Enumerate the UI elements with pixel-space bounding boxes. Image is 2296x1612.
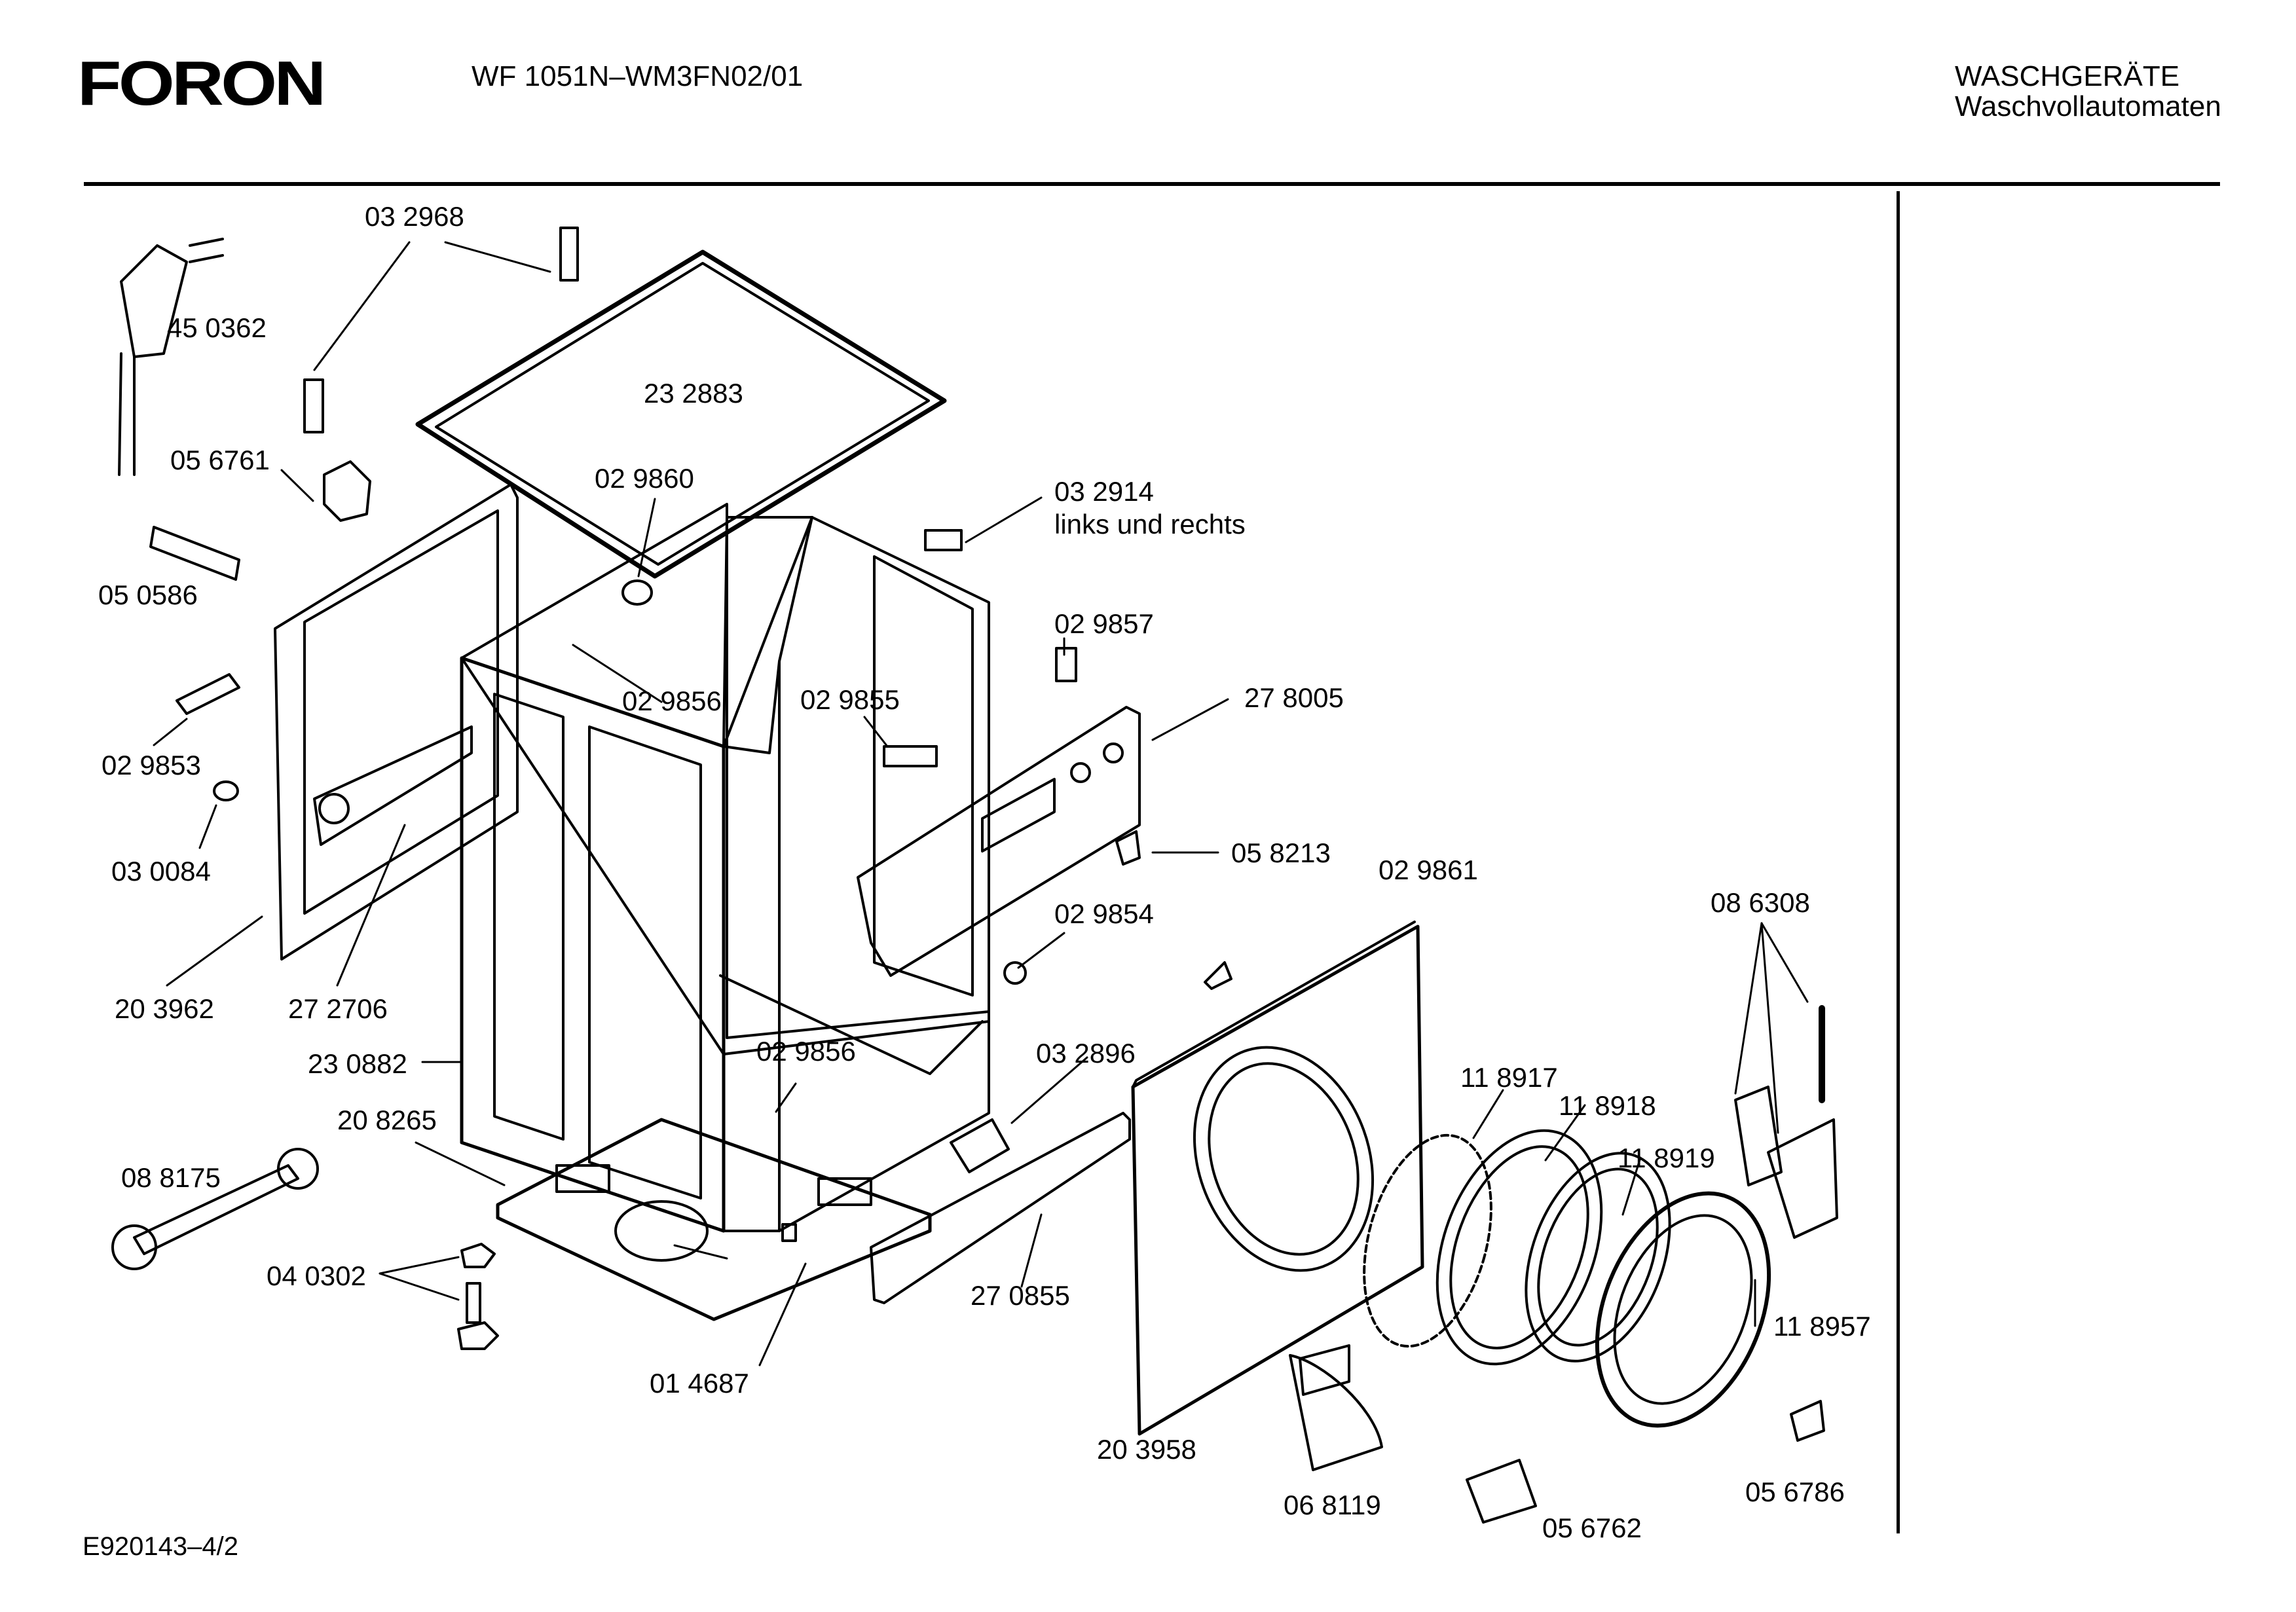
part-label-029857: 02 9857 (1054, 608, 1154, 639)
leader-lines (153, 241, 1809, 1366)
part-label-118919: 11 8919 (1618, 1143, 1715, 1173)
cabinet-frame-drawing (460, 503, 990, 1233)
part-label-032914-note: links und rechts (1054, 509, 1246, 540)
part-label-029861: 02 9861 (1379, 854, 1478, 885)
part-label-029854: 02 9854 (1054, 898, 1154, 929)
part-label-056762: 05 6762 (1542, 1512, 1642, 1543)
trim-strip-drawing (870, 1112, 1131, 1304)
part-label-014687: 01 4687 (650, 1368, 749, 1399)
top-cover-drawing (415, 249, 947, 579)
part-label-050586: 05 0586 (98, 579, 198, 610)
part-label-058213: 05 8213 (1231, 837, 1331, 868)
front-panel-drawing (1131, 921, 1424, 1436)
part-label-032914: 03 2914 (1054, 476, 1154, 507)
part-label-040302: 04 0302 (267, 1260, 366, 1291)
door-assembly-drawing (1363, 1129, 1771, 1428)
vertical-divider (1897, 191, 1900, 1533)
part-label-029856-top: 02 9856 (622, 686, 722, 716)
part-label-030084: 03 0084 (111, 856, 211, 887)
model-number: WF 1051N–WM3FN02/01 (472, 60, 804, 92)
category-subtitle: Waschvollautomaten (1955, 90, 2221, 122)
part-label-032896: 03 2896 (1036, 1038, 1136, 1069)
base-plate-drawing (496, 1118, 932, 1321)
part-label-208265: 20 8265 (337, 1105, 437, 1135)
part-label-029853: 02 9853 (102, 750, 201, 780)
part-label-272706: 27 2706 (288, 993, 388, 1024)
part-label-118918: 11 8918 (1559, 1090, 1656, 1121)
part-label-088175: 08 8175 (121, 1162, 221, 1193)
part-label-029855: 02 9855 (800, 684, 900, 715)
part-label-029860: 02 9860 (595, 463, 694, 494)
part-label-032968: 03 2968 (365, 201, 464, 232)
part-label-270855: 27 0855 (971, 1280, 1070, 1311)
adjustable-foot-drawing (457, 1243, 499, 1350)
category-title: WASCHGERÄTE (1955, 60, 2180, 92)
part-label-118957: 11 8957 (1773, 1311, 1871, 1342)
drawing-id: E920143–4/2 (83, 1532, 239, 1561)
part-label-203962: 20 3962 (115, 993, 214, 1024)
brand-logo: FORON (77, 48, 326, 119)
header-divider (84, 182, 2220, 186)
mains-plug-drawing (118, 238, 224, 476)
part-label-230882: 23 0882 (308, 1048, 407, 1079)
part-label-086308: 08 6308 (1711, 887, 1810, 918)
part-label-068119: 06 8119 (1284, 1490, 1381, 1520)
part-label-203958: 20 3958 (1097, 1434, 1196, 1465)
small-parts-drawing (149, 227, 1838, 1524)
part-label-278005: 27 8005 (1244, 682, 1344, 713)
part-label-232883: 23 2883 (644, 378, 743, 409)
part-label-450362: 45 0362 (167, 312, 267, 343)
part-label-056786: 05 6786 (1745, 1476, 1845, 1507)
control-panel-bracket-drawing (857, 706, 1141, 977)
wrench-drawing (111, 1148, 319, 1270)
part-label-056761: 05 6761 (170, 445, 270, 475)
part-label-029856-bottom: 02 9856 (756, 1036, 856, 1067)
part-label-118917: 11 8917 (1460, 1062, 1558, 1093)
side-panel-drawing (274, 483, 519, 961)
